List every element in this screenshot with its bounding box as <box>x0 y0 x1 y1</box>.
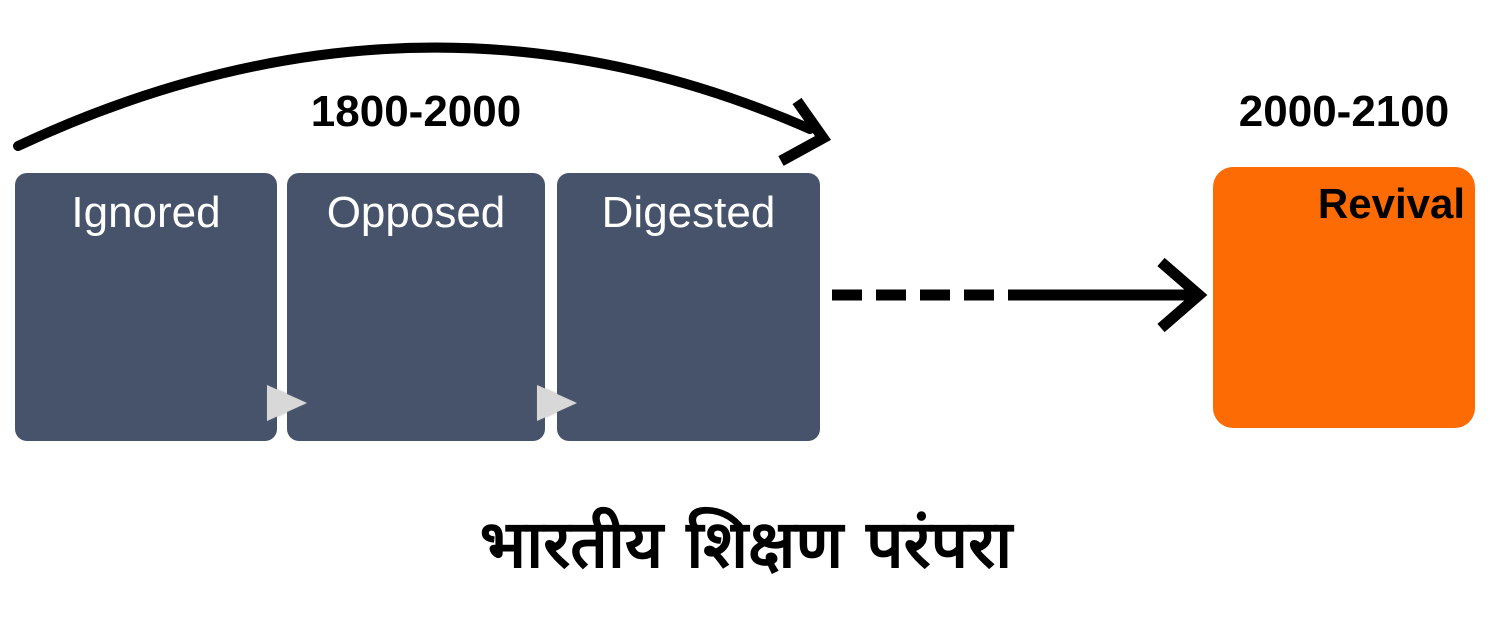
past-era-arc-arrowhead-icon <box>778 97 832 166</box>
diagram-title: भारतीय शिक्षण परंपरा <box>479 506 1013 583</box>
stage-box-digested: Digested <box>557 173 820 441</box>
stage-label-revival: Revival <box>1317 180 1465 227</box>
past-period-label: 1800-2000 <box>310 87 522 136</box>
stage-box-opposed: Opposed <box>287 173 545 441</box>
stage-label-ignored: Ignored <box>71 188 221 237</box>
connector-triangle-icon <box>267 385 307 421</box>
future-period-label: 2000-2100 <box>1238 87 1450 136</box>
stage-box-revival: Revival <box>1213 167 1475 428</box>
stage-label-digested: Digested <box>601 188 776 237</box>
connector-triangle-icon <box>537 385 577 421</box>
stage-label-opposed: Opposed <box>326 188 506 237</box>
stage-box-ignored: Ignored <box>15 173 277 441</box>
transition-arrowhead-icon <box>1157 257 1208 333</box>
